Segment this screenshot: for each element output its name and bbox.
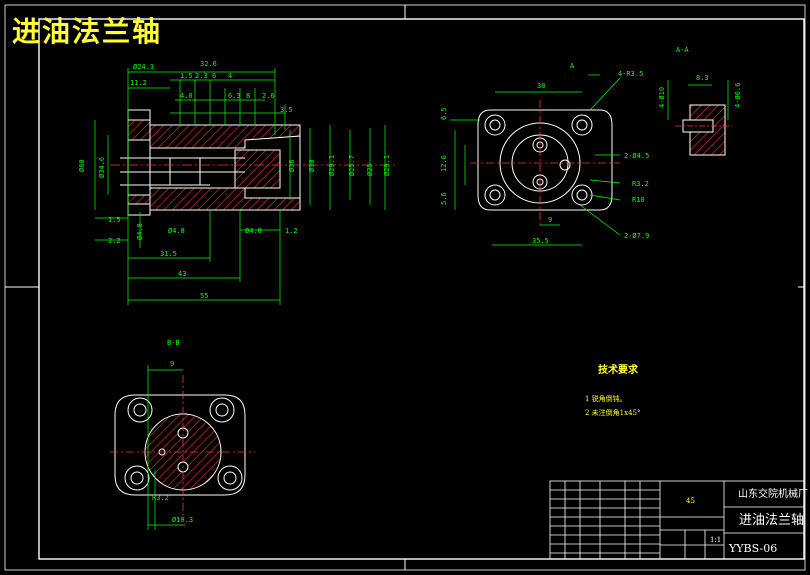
dim-3-5: 3.5 <box>280 106 293 114</box>
dim-a-label: A <box>570 62 575 70</box>
title-company: 山东交院机械厂 <box>738 487 808 500</box>
sheet-border <box>4 4 806 571</box>
dim-4-2: 4-Ø6.6 <box>734 83 742 108</box>
dim-9: 9 <box>548 216 552 224</box>
dim-r10: R10 <box>632 196 645 204</box>
dim-right3: Ø29.1 <box>328 155 336 176</box>
aa-label: A-A <box>676 46 689 54</box>
dim-left2: Ø34.6 <box>98 157 106 178</box>
title-drawing-no: YYBS-06 <box>728 542 777 555</box>
dim-1-5b: 1.5 <box>108 216 121 224</box>
dim-2r: 2-Ø4.5 <box>624 152 649 160</box>
dim-6: 6 <box>212 72 216 80</box>
dim-11-2: 11.2 <box>130 79 147 87</box>
dim-4: 4 <box>228 72 232 80</box>
dim-6-3: 6.3 <box>228 92 241 100</box>
dim-right5: Ø25 <box>366 163 374 176</box>
dim-35-5: 35.5 <box>532 237 549 245</box>
dim-right1: Ø36 <box>288 159 296 172</box>
drawing-caption: 进油法兰轴 <box>12 15 163 48</box>
dim-43: 43 <box>178 270 186 278</box>
dim-5-6: 5.6 <box>440 192 448 205</box>
dim-30: 30 <box>537 82 545 90</box>
dim-4-0: 4.0 <box>180 92 193 100</box>
bb-label: B-B <box>167 339 180 347</box>
dim-1-2: 1.2 <box>285 227 298 235</box>
dim-31: 31.5 <box>160 250 177 258</box>
dim-2-6: 2.6 <box>262 92 275 100</box>
dim-6-5: 6.5 <box>440 107 448 120</box>
dim-right6: Ø29.1 <box>383 155 391 176</box>
dim-rr: R3.2 <box>632 180 649 188</box>
title-scale: 1:1 <box>710 536 721 544</box>
dim-1-5: 1.5 <box>180 72 193 80</box>
dim-bb-9: 9 <box>170 360 174 368</box>
technical-requirements: 技术要求 1 锐角倒钝。 2 未注倒角1x45° <box>585 363 641 417</box>
dim-2r7: 2-Ø7.9 <box>624 232 649 240</box>
dim-bb-r3: R3.2 <box>152 494 169 502</box>
tech-req-item-2: 2 未注倒角1x45° <box>585 408 641 417</box>
tech-req-title: 技术要求 <box>598 363 639 376</box>
title-block: 45 山东交院机械厂 进油法兰轴 1:1 YYBS-06 <box>549 480 808 560</box>
front-section-view: Ø24.3 32.6 11.2 1.5 2.3 6 4 4.0 6.3 8 2.… <box>78 60 395 305</box>
section-aa: A-A 8.3 4-Ø10 4-Ø6.6 <box>658 46 742 156</box>
dim-4-1: 4-Ø10 <box>658 87 666 108</box>
title-part-name: 进油法兰轴 <box>739 513 804 528</box>
title-material: 45 <box>686 497 695 505</box>
dim-bb-ang: Ø10.3 <box>172 516 193 524</box>
dim-34: Ø4.8 <box>168 227 185 235</box>
section-bb: B-B <box>110 339 255 530</box>
dim-12-6: 12.6 <box>440 155 448 172</box>
dim-top1: Ø24.3 <box>133 63 154 71</box>
dim-8: 8 <box>246 92 250 100</box>
dim-right4: Ø25.7 <box>348 155 356 176</box>
dim-right2: Ø30 <box>308 159 316 172</box>
dim-top2: 32.6 <box>200 60 217 68</box>
top-view: 30 4-R3.5 A 6.5 12.6 5.6 2-Ø4.5 R3.2 R10… <box>440 62 649 246</box>
dim-55: 55 <box>200 292 208 300</box>
tech-req-item-1: 1 锐角倒钝。 <box>585 394 627 403</box>
dim-4r: 4-R3.5 <box>618 70 643 78</box>
dim-8-3: 8.3 <box>696 74 709 82</box>
dim-b46: Ø4.8 <box>245 227 262 235</box>
dim-2-2: 2.2 <box>108 237 121 245</box>
dim-2-3: 2.3 <box>195 72 208 80</box>
dim-r: Ø4.8 <box>136 223 144 240</box>
dim-left1: Ø60 <box>78 159 86 172</box>
